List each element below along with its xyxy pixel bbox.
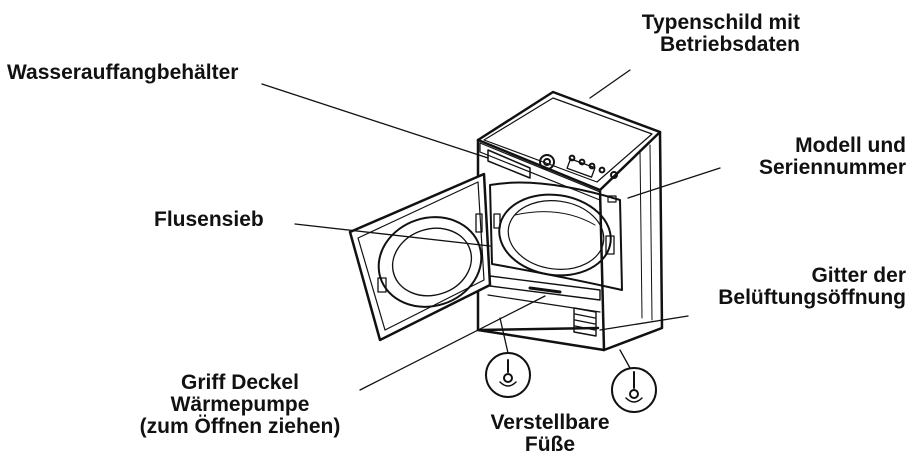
label-typenschild: Typenschild mit Betriebsdaten bbox=[641, 11, 800, 56]
label-fuesse: Verstellbare Füße bbox=[490, 411, 610, 456]
foot-detail-left bbox=[485, 352, 531, 398]
label-flusensieb: Flusensieb bbox=[154, 208, 264, 231]
leader-lines bbox=[261, 69, 721, 391]
vent-grille bbox=[573, 307, 597, 337]
label-gitter: Gitter der Belüftungsöffnung bbox=[718, 264, 906, 309]
dryer-body bbox=[476, 90, 664, 352]
label-wasserauffangbehaelter: Wasserauffangbehälter bbox=[7, 61, 239, 84]
open-door bbox=[348, 172, 492, 342]
foot-detail-right bbox=[611, 367, 657, 413]
label-griff: Griff Deckel Wärmepumpe (zum Öffnen zieh… bbox=[139, 371, 341, 438]
label-modell: Modell und Seriennummer bbox=[758, 134, 906, 179]
drum-opening bbox=[489, 181, 623, 291]
